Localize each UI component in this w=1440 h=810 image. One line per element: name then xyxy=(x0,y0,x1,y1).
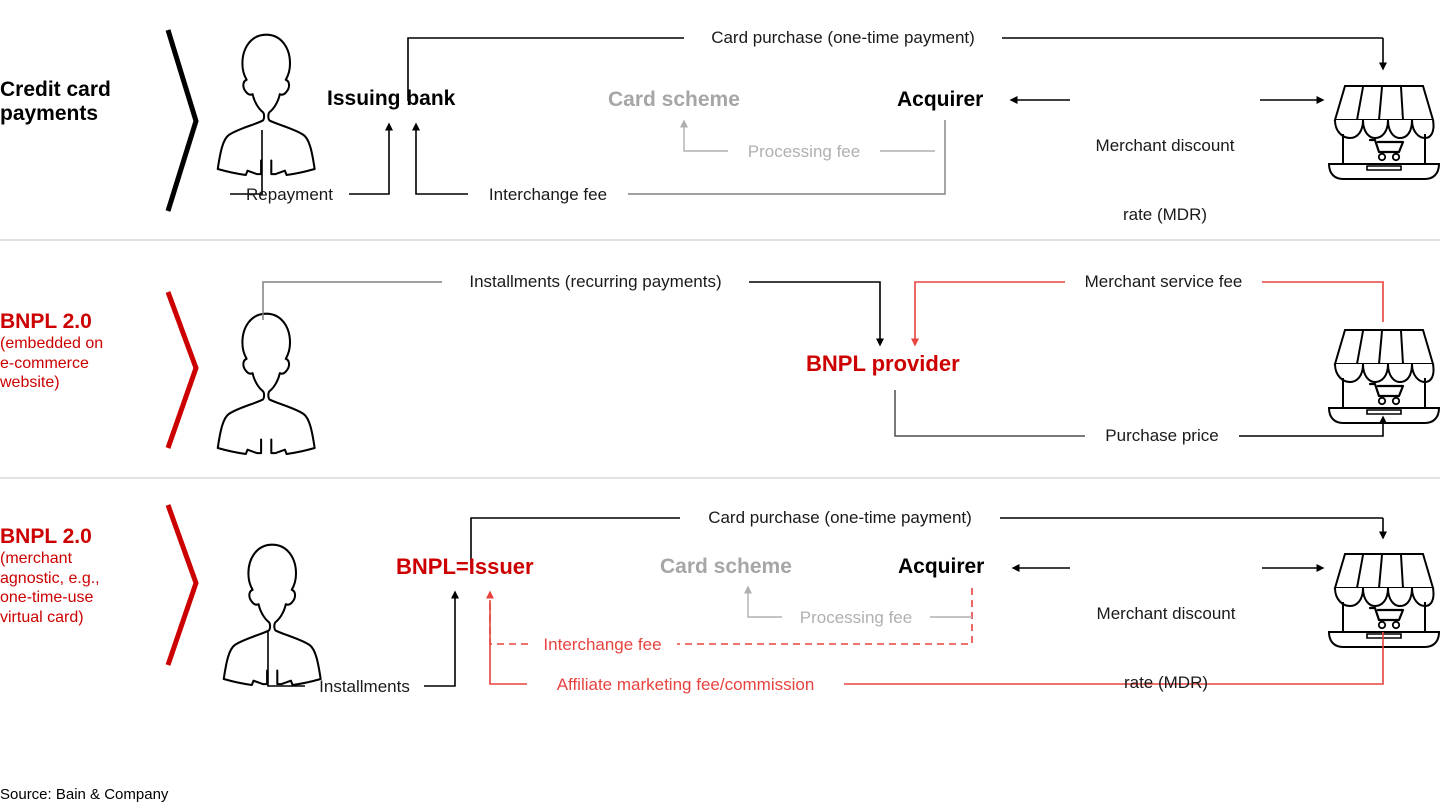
flow-label-interchange-fee-row3: Interchange fee xyxy=(543,635,662,654)
flow-label-mdr-row1: Merchant discount rate (MDR) xyxy=(1070,88,1260,272)
flow-label-card-purchase-row1: Card purchase (one-time payment) xyxy=(711,28,975,47)
flow-label-processing-fee-row3: Processing fee xyxy=(799,608,913,627)
flow-processing-fee-row1 xyxy=(680,119,935,152)
person-icon xyxy=(216,33,316,176)
flow-label-merchant-service-fee-row2: Merchant service fee xyxy=(1084,272,1243,291)
merchant-storefront-icon xyxy=(1327,329,1440,424)
row-title-sub-line-3: website) xyxy=(0,374,60,391)
flow-processing-fee-row3 xyxy=(744,585,972,618)
flow-installments-row2 xyxy=(262,281,884,347)
row-title-credit-card-payments: Credit card payments xyxy=(0,78,155,126)
flow-label-mdr-row3: Merchant discount rate (MDR) xyxy=(1070,556,1262,740)
flow-label-mdr-row3-line1: Merchant discount xyxy=(1096,604,1236,623)
flow-label-processing-fee-row1: Processing fee xyxy=(747,142,861,161)
flow-label-installments-row3: Installments xyxy=(319,677,410,696)
flow-merchant-service-fee-row2 xyxy=(911,281,1384,347)
person-icon xyxy=(222,543,322,686)
row-title-bnpl-embedded: BNPL 2.0 (embedded on e-commerce website… xyxy=(0,310,155,393)
row-title-bnpl-merchant-agnostic: BNPL 2.0 (merchant agnostic, e.g., one-t… xyxy=(0,525,158,627)
flow-purchase-price-row2 xyxy=(894,390,1387,437)
node-issuing-bank[interactable]: Issuing bank xyxy=(327,87,456,110)
flow-label-purchase-price-row2: Purchase price xyxy=(1105,426,1219,445)
row-title-line-1: BNPL 2.0 xyxy=(0,525,92,548)
row-title-line-1: Credit card xyxy=(0,78,111,101)
node-acquirer[interactable]: Acquirer xyxy=(898,555,985,578)
row-title-line-2: payments xyxy=(0,102,99,125)
row-title-sub-line-1: (embedded on xyxy=(0,335,104,352)
row-title-line-1: BNPL 2.0 xyxy=(0,310,92,333)
node-card-scheme[interactable]: Card scheme xyxy=(660,555,792,578)
row-title-sub-line-1: (merchant xyxy=(0,550,73,567)
flow-repayment-row1 xyxy=(230,122,393,195)
flow-installments-row3 xyxy=(267,590,459,687)
node-bnpl-issuer[interactable]: BNPL=Issuer xyxy=(396,554,534,579)
flow-label-affiliate-fee-row3: Affiliate marketing fee/commission xyxy=(556,675,815,694)
merchant-storefront-icon xyxy=(1327,553,1440,648)
source-note: Source: Bain & Company xyxy=(0,786,169,803)
row-title-sub-line-3: one-time-use xyxy=(0,589,94,606)
flow-label-mdr-row3-line2: rate (MDR) xyxy=(1123,673,1209,692)
flow-affiliate-fee-row3 xyxy=(489,600,1384,685)
row2-chevron xyxy=(165,291,199,449)
node-acquirer[interactable]: Acquirer xyxy=(897,88,984,111)
row-title-sub-line-2: agnostic, e.g., xyxy=(0,569,100,587)
node-bnpl-provider[interactable]: BNPL provider xyxy=(806,351,960,376)
row3-chevron xyxy=(165,504,199,666)
flow-label-mdr-row1-line1: Merchant discount xyxy=(1095,136,1235,155)
flow-label-mdr-row1-line2: rate (MDR) xyxy=(1122,205,1208,224)
merchant-storefront-icon xyxy=(1327,85,1440,180)
flow-card-purchase-row1 xyxy=(407,37,1387,101)
flow-interchange-fee-row1 xyxy=(412,120,946,195)
person-icon xyxy=(216,312,316,455)
flow-label-card-purchase-row3: Card purchase (one-time payment) xyxy=(708,508,972,527)
row-title-sub-line-4: virtual card) xyxy=(0,608,84,626)
flow-label-repayment-row1: Repayment xyxy=(246,185,333,204)
flow-label-installments-row2: Installments (recurring payments) xyxy=(469,272,722,291)
node-card-scheme[interactable]: Card scheme xyxy=(608,88,740,111)
row-title-sub-line-2: e-commerce xyxy=(0,354,89,372)
flow-label-interchange-fee-row1: Interchange fee xyxy=(488,185,608,204)
flow-card-purchase-row3 xyxy=(470,517,1387,568)
row1-chevron xyxy=(165,29,199,212)
